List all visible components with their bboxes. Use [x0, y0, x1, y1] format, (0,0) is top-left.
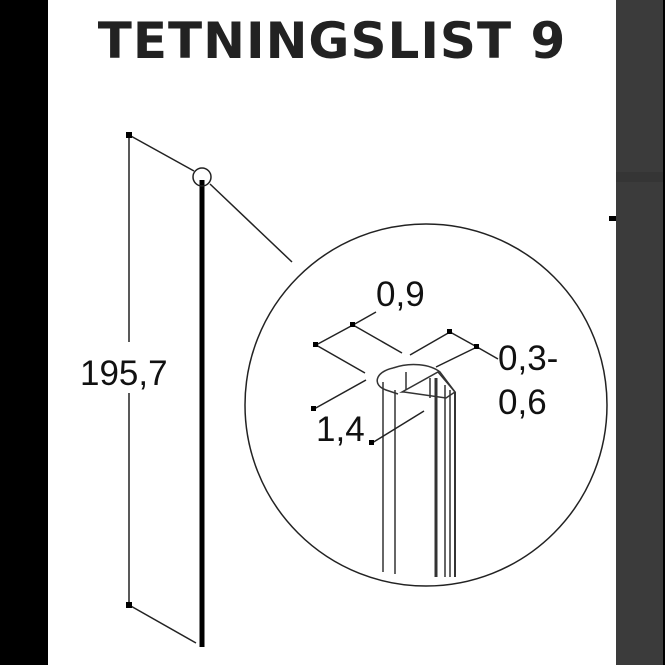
length-label: 195,7 — [80, 354, 168, 393]
seal-profile — [376, 363, 457, 577]
panel-shade — [616, 172, 663, 182]
callout-leader — [209, 183, 293, 263]
detail-dim-dots — [311, 322, 479, 445]
dim-dot-icon — [126, 602, 132, 608]
detail-marker-icon — [192, 167, 212, 187]
dim-dot-icon — [313, 342, 318, 347]
dim-dot-icon — [311, 406, 316, 411]
length-ext-bottom — [128, 604, 197, 644]
gap-label-line2: 0,6 — [498, 383, 547, 422]
dim-dot-icon — [126, 132, 132, 138]
width-label: 0,9 — [376, 275, 425, 314]
right-gray-panel — [616, 0, 663, 665]
dim-dot-icon — [474, 344, 479, 349]
length-ext-top — [128, 134, 195, 172]
dim-dot-icon — [350, 322, 355, 327]
product-title: TETNINGSLIST 9 — [97, 12, 567, 70]
edge-mark — [609, 216, 616, 221]
left-black-band — [0, 0, 48, 665]
depth-label: 1,4 — [316, 410, 365, 449]
detail-dimension-lines — [313, 311, 499, 444]
gap-label: 0,3- — [498, 339, 558, 378]
right-edge — [663, 0, 665, 665]
magnified-detail-circle — [244, 223, 608, 587]
dim-dot-icon — [369, 440, 374, 445]
dim-dot-icon — [447, 329, 452, 334]
